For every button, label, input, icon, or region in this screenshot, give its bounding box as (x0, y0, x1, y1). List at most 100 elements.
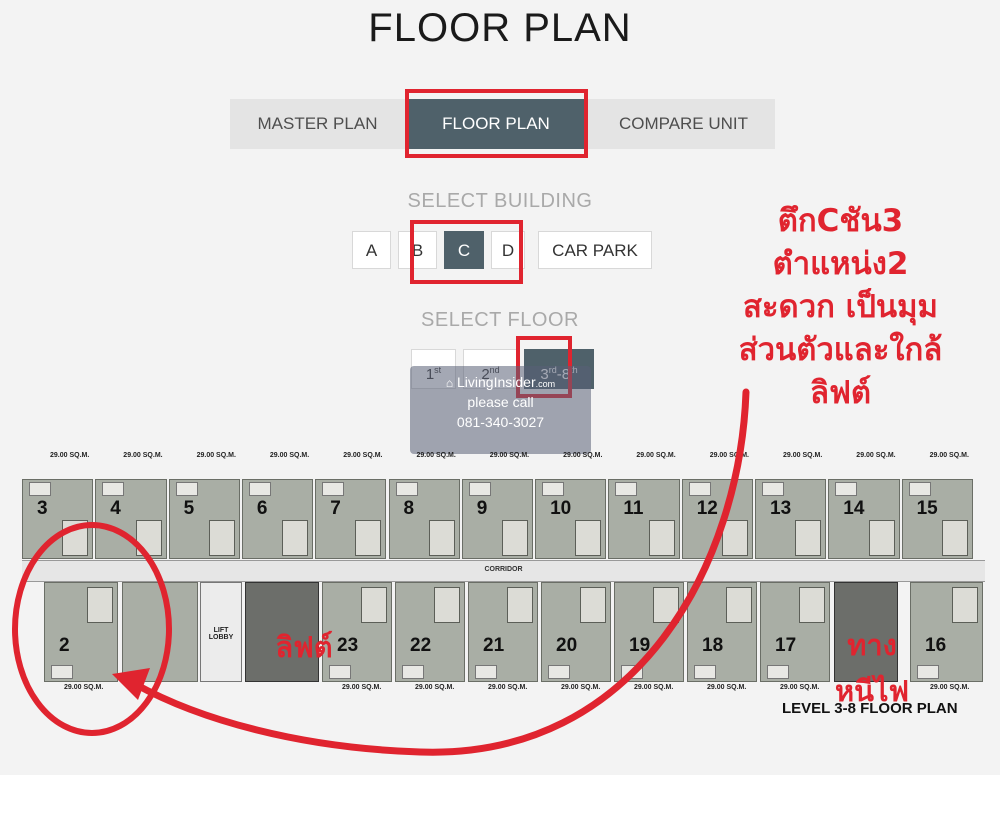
unit-7: 7 (315, 479, 387, 559)
annotation-line-3: สะดวก เป็นมุม (742, 289, 938, 325)
bathroom (868, 520, 895, 556)
watermark-overlay: ⌂ LivingInsider.com please call 081-340-… (410, 366, 591, 454)
annotation-line-1: ตึกCชัน3 (777, 203, 904, 239)
building-car-park-button[interactable]: CAR PARK (538, 231, 652, 269)
unit-size-label: 29.00 SQ.M. (783, 452, 823, 459)
unit-number: 9 (476, 498, 488, 519)
unit-size-label: 29.00 SQ.M. (50, 452, 90, 459)
bathroom (952, 587, 978, 623)
annotation-arrow-line (131, 388, 750, 756)
building-b-button[interactable]: B (398, 231, 437, 269)
unit-size-label: 29.00 SQ.M. (563, 452, 603, 459)
bathroom (282, 520, 309, 556)
balcony (329, 665, 351, 679)
unit-number: 6 (256, 498, 268, 519)
balcony (248, 482, 271, 496)
balcony (102, 482, 125, 496)
unit-13: 13 (755, 479, 827, 559)
unit-5: 5 (168, 479, 240, 559)
unit-size-label: 29.00 SQ.M. (416, 452, 456, 459)
bathroom (502, 520, 529, 556)
unit-size-label: 29.00 SQ.M. (856, 452, 896, 459)
fire-exit-stair (834, 582, 898, 682)
balcony (468, 482, 491, 496)
unit-size-label: 29.00 SQ.M. (561, 684, 601, 691)
unit-number: 15 (916, 498, 938, 519)
balcony (51, 665, 73, 679)
unit-18: 18 (687, 582, 757, 682)
unit-22: 22 (395, 582, 465, 682)
watermark-domain: .com (535, 379, 556, 389)
unit-number: 19 (629, 635, 651, 656)
annotation-line-5: ลิฟต์ (809, 375, 872, 411)
bathroom (575, 520, 602, 556)
unit-9: 9 (461, 479, 534, 559)
unit-size-label: 29.00 SQ.M. (707, 684, 747, 691)
plan-tabs: MASTER PLAN FLOOR PLAN COMPARE UNIT (230, 99, 775, 149)
tab-floor-plan[interactable]: FLOOR PLAN (408, 99, 584, 149)
unit-number: 13 (770, 498, 792, 519)
unit-number: 5 (183, 498, 195, 519)
select-building-label: SELECT BUILDING (407, 190, 593, 212)
building-a-button[interactable]: A (352, 231, 391, 269)
unit-number: 4 (110, 498, 121, 519)
balcony (402, 665, 424, 679)
bathroom (361, 587, 387, 623)
annotation-line-4: ส่วนตัวและใกล้ (738, 332, 943, 368)
bathroom (653, 587, 679, 623)
watermark-phone: 081-340-3027 (456, 414, 545, 430)
unit-10: 10 (535, 479, 607, 559)
floor-plan-caption: LEVEL 3-8 FLOOR PLAN (782, 700, 958, 717)
balcony (688, 482, 711, 496)
unit-number: 18 (702, 635, 724, 656)
unit-21: 21 (468, 582, 538, 682)
bathroom (507, 587, 533, 623)
balcony (762, 482, 784, 496)
unit-number: 21 (483, 635, 505, 656)
tab-compare-unit[interactable]: COMPARE UNIT (618, 114, 749, 133)
unit-size-label: 29.00 SQ.M. (415, 684, 455, 691)
unit-number: 7 (330, 498, 341, 519)
unit-11: 11 (608, 479, 680, 559)
lift-shaft (245, 582, 319, 682)
bathroom (87, 587, 113, 623)
unit-size-label: 29.00 SQ.M. (709, 452, 749, 459)
bathroom (355, 520, 382, 556)
balcony (175, 482, 198, 496)
annotation-exit-line-1: ทาง (847, 628, 897, 662)
unit-size-label: 29.00 SQ.M. (269, 452, 310, 459)
unit-number: 2 (59, 635, 70, 656)
arrow-head-icon (112, 668, 150, 700)
balcony (322, 482, 345, 496)
unit-size-label: 29.00 SQ.M. (489, 452, 530, 459)
highlight-box-building-c (410, 220, 523, 284)
unit-number: 17 (775, 635, 797, 656)
balcony (615, 482, 638, 496)
unit-size-label: 29.00 SQ.M. (929, 452, 969, 459)
corridor-label: CORRIDOR (484, 566, 523, 573)
unit-size-label: 29.00 SQ.M. (64, 684, 104, 691)
unit-size-label: 29.00 SQ.M. (780, 684, 820, 691)
balcony (548, 665, 570, 679)
unit-2-circle (12, 522, 172, 736)
bathroom (434, 587, 460, 623)
unit-6: 6 (241, 479, 314, 559)
watermark-brand: LivingInsider (457, 374, 536, 390)
building-c-button[interactable]: C (444, 231, 484, 269)
annotation-exit-line-2: หนีไฟ (834, 674, 910, 708)
unit-number: 16 (925, 635, 947, 656)
balcony (917, 665, 939, 679)
unit-size-label: 29.00 SQ.M. (488, 684, 528, 691)
annotation-line-2: ตำแหน่ง2 (772, 246, 909, 282)
tab-master-plan[interactable]: MASTER PLAN (257, 114, 378, 133)
unit-size-label: 29.00 SQ.M. (342, 684, 382, 691)
unit-number: 14 (843, 498, 865, 519)
unit-19: 19 (614, 582, 684, 682)
unit-size-label: 29.00 SQ.M. (343, 452, 383, 459)
balcony (908, 482, 931, 496)
unit-number: 20 (556, 635, 578, 656)
page-title: FLOOR PLAN (368, 6, 632, 50)
balcony (29, 482, 51, 496)
